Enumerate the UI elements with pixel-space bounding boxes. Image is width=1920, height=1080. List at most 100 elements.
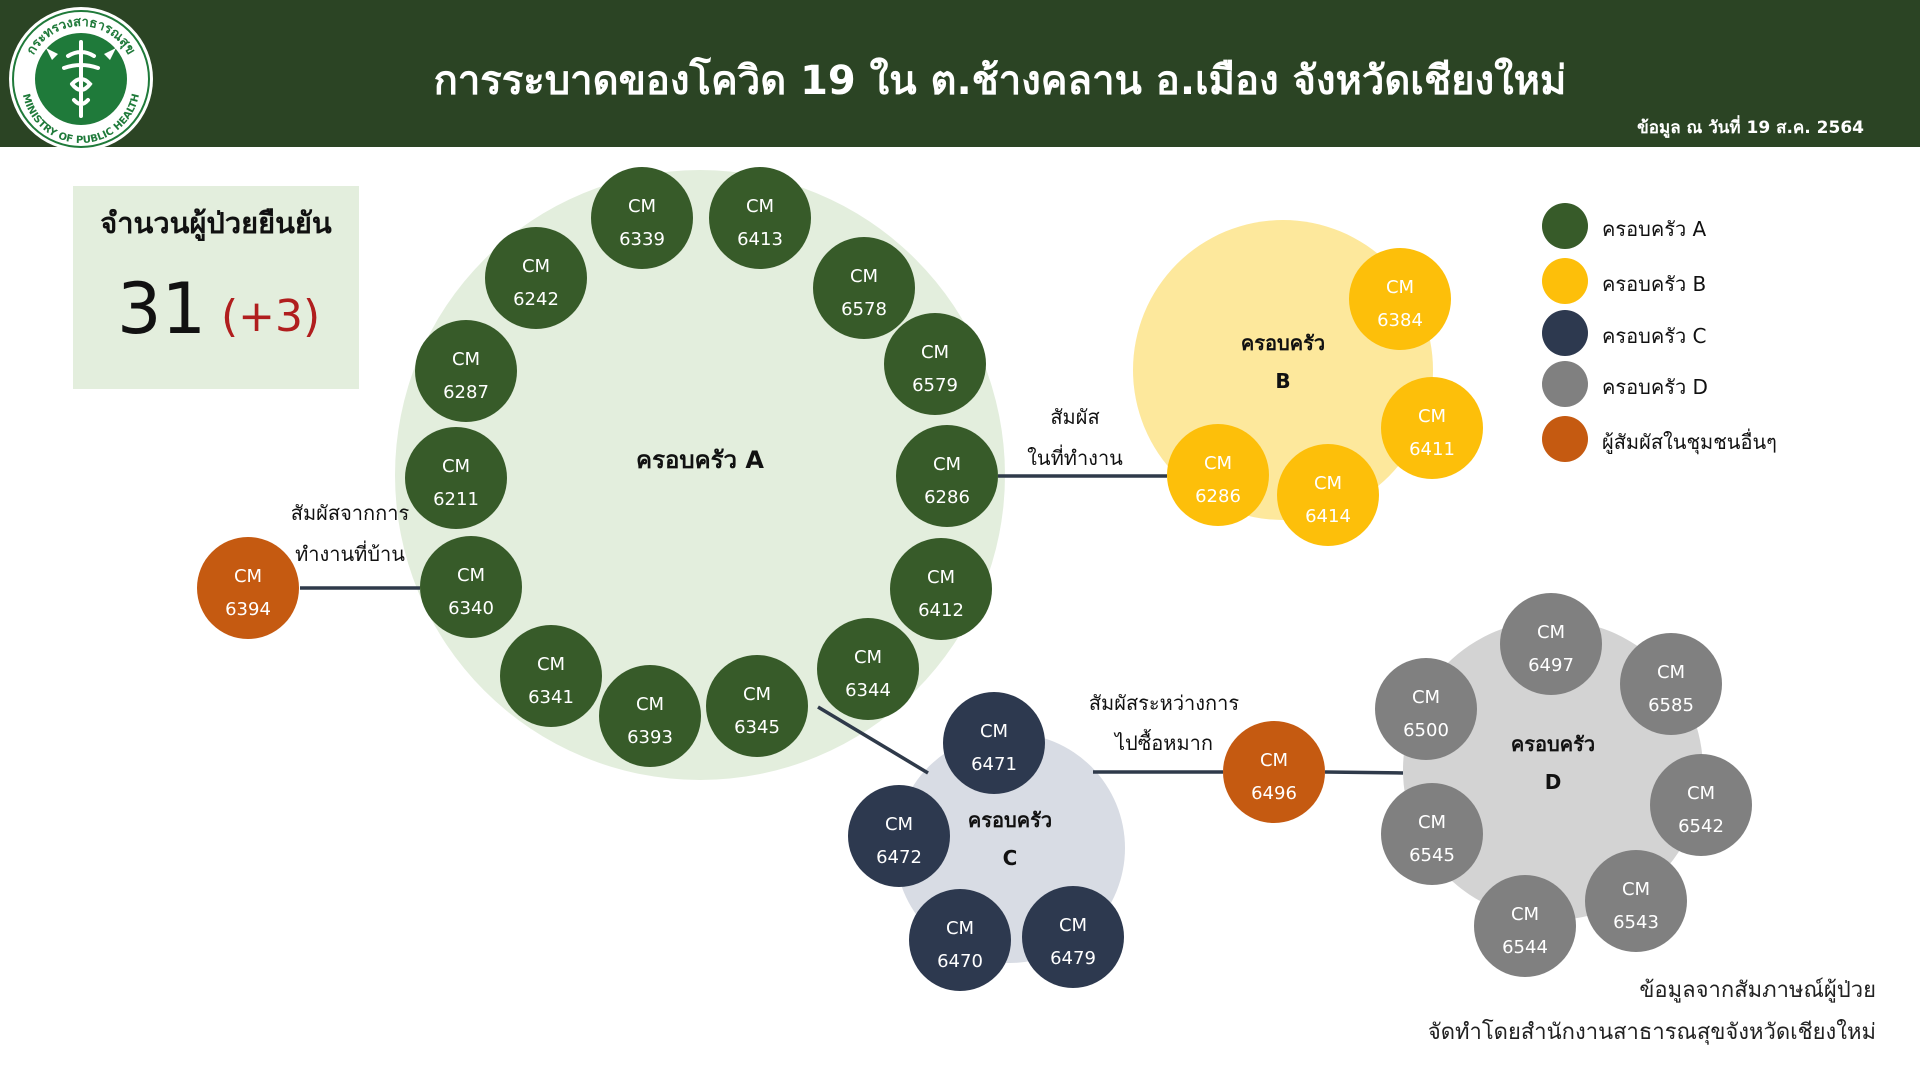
case-circle xyxy=(706,655,808,757)
case-node: CM 6414 xyxy=(1277,444,1379,546)
as-of-date: ข้อมูล ณ วันที่ 19 ส.ค. 2564 xyxy=(1637,118,1864,138)
case-circle xyxy=(420,536,522,638)
case-number: 6578 xyxy=(841,299,887,320)
case-node: CM 6411 xyxy=(1381,377,1483,479)
legend-swatch xyxy=(1542,310,1588,356)
case-node: CM 6479 xyxy=(1022,886,1124,988)
case-circle xyxy=(1277,444,1379,546)
case-circle xyxy=(1375,658,1477,760)
legend-swatch xyxy=(1542,361,1588,407)
case-prefix: CM xyxy=(1314,473,1342,494)
cluster-c-label: C xyxy=(1003,846,1018,870)
case-prefix: CM xyxy=(743,684,771,705)
case-number: 6470 xyxy=(937,951,983,972)
case-node: CM 6286 xyxy=(1167,424,1269,526)
case-circle xyxy=(415,320,517,422)
case-prefix: CM xyxy=(980,721,1008,742)
case-number: 6479 xyxy=(1050,948,1096,969)
case-prefix: CM xyxy=(850,266,878,287)
legend-item: ครอบครัว B xyxy=(1542,256,1902,306)
legend-label: ครอบครัว A xyxy=(1602,217,1707,241)
case-prefix: CM xyxy=(1204,453,1232,474)
case-prefix: CM xyxy=(927,567,955,588)
cluster-d-label: D xyxy=(1545,770,1562,794)
credits: ข้อมูลจากสัมภาษณ์ผู้ป่วย จัดทำโดยสำนักงา… xyxy=(1428,970,1876,1054)
case-number: 6412 xyxy=(918,600,964,621)
case-number: 6542 xyxy=(1678,816,1724,837)
case-prefix: CM xyxy=(1537,622,1565,643)
legend-item: ครอบครัว D xyxy=(1542,359,1902,409)
case-prefix: CM xyxy=(921,342,949,363)
case-number: 6497 xyxy=(1528,655,1574,676)
cluster-c-label: ครอบครัว xyxy=(968,808,1052,832)
case-number: 6500 xyxy=(1403,720,1449,741)
link-label: ในที่ทำงาน xyxy=(1027,444,1123,470)
case-circle xyxy=(1022,886,1124,988)
case-prefix: CM xyxy=(1386,277,1414,298)
case-number: 6543 xyxy=(1613,912,1659,933)
case-circle xyxy=(1620,633,1722,735)
ministry-seal-logo: กระทรวงสาธารณสุข MINISTRY OF PUBLIC HEAL… xyxy=(9,7,153,151)
case-number: 6411 xyxy=(1409,439,1455,460)
case-number: 6286 xyxy=(1195,486,1241,507)
legend-item: ผู้สัมผัสในชุมชนอื่นๆ xyxy=(1542,414,1902,464)
case-number: 6340 xyxy=(448,598,494,619)
case-number: 6286 xyxy=(924,487,970,508)
case-node: CM 6471 xyxy=(943,692,1045,794)
case-prefix: CM xyxy=(636,694,664,715)
case-circle xyxy=(884,313,986,415)
case-prefix: CM xyxy=(1657,662,1685,683)
case-circle xyxy=(909,889,1011,991)
case-node: CM 6497 xyxy=(1500,593,1602,695)
case-number: 6344 xyxy=(845,680,891,701)
legend-swatch xyxy=(1542,416,1588,462)
case-prefix: CM xyxy=(1260,750,1288,771)
header-bar: กระทรวงสาธารณสุข MINISTRY OF PUBLIC HEAL… xyxy=(0,0,1920,151)
case-prefix: CM xyxy=(1412,687,1440,708)
cluster-d-label: ครอบครัว xyxy=(1511,732,1595,756)
case-node: CM 6344 xyxy=(817,618,919,720)
case-node: CM 6412 xyxy=(890,538,992,640)
case-prefix: CM xyxy=(1622,879,1650,900)
case-circle xyxy=(1585,850,1687,952)
case-prefix: CM xyxy=(854,647,882,668)
link-line xyxy=(817,705,929,775)
confirmed-cases-total: 31 xyxy=(117,268,207,350)
case-number: 6414 xyxy=(1305,506,1351,527)
credits-author: จัดทำโดยสำนักงานสาธารณสุขจังหวัดเชียงใหม… xyxy=(1427,1020,1876,1045)
case-number: 6345 xyxy=(734,717,780,738)
case-prefix: CM xyxy=(1059,915,1087,936)
link-label: สัมผัส xyxy=(1050,405,1099,429)
case-circle xyxy=(896,425,998,527)
link-label: สัมผัสระหว่างการ xyxy=(1089,691,1240,715)
case-number: 6496 xyxy=(1251,783,1297,804)
case-number: 6471 xyxy=(971,754,1017,775)
cluster-b-label: ครอบครัว xyxy=(1241,331,1325,355)
case-number: 6472 xyxy=(876,847,922,868)
confirmed-cases-panel: จำนวนผู้ป่วยยืนยัน 31 (+3) xyxy=(73,186,359,389)
legend-label: ผู้สัมผัสในชุมชนอื่นๆ xyxy=(1602,430,1777,454)
case-circle xyxy=(848,785,950,887)
case-prefix: CM xyxy=(1418,406,1446,427)
case-circle xyxy=(1349,248,1451,350)
case-circle xyxy=(599,665,701,767)
legend-item: ครอบครัว C xyxy=(1542,308,1902,358)
case-prefix: CM xyxy=(1418,812,1446,833)
cluster-a-label: ครอบครัว A xyxy=(636,446,764,474)
case-prefix: CM xyxy=(628,196,656,217)
case-node: CM 6345 xyxy=(706,655,808,757)
case-number: 6211 xyxy=(433,489,479,510)
case-circle xyxy=(485,227,587,329)
